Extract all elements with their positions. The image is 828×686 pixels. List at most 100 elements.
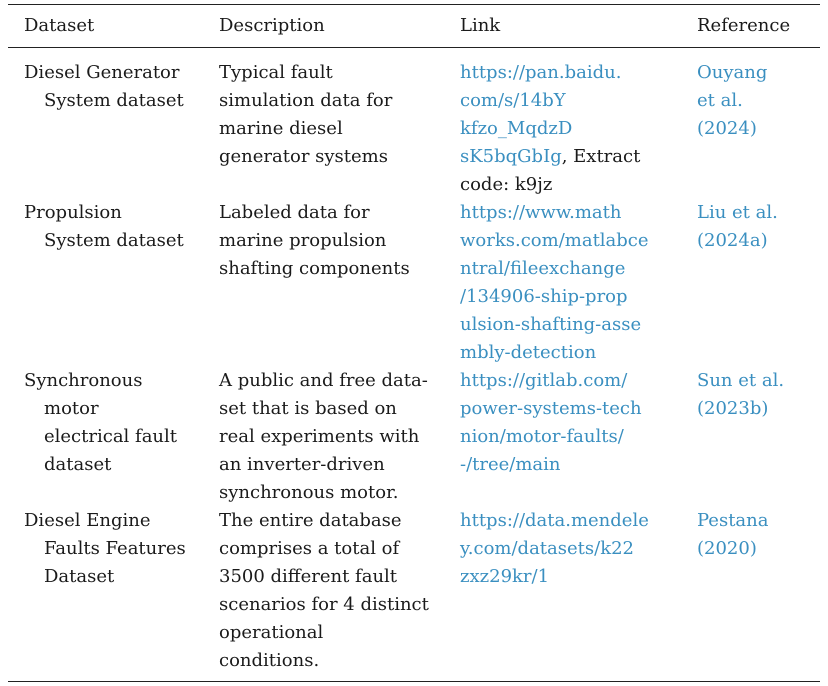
link-suffix-text: , Extract	[561, 146, 641, 167]
header-link: Link	[460, 15, 501, 36]
description-line: conditions.	[219, 650, 320, 671]
description-line: Labeled data for	[219, 202, 370, 223]
cell-reference: Liu et al. (2024a)	[697, 199, 820, 255]
dataset-name-line: dataset	[44, 454, 112, 475]
dataset-link-text[interactable]: https://data.mendele	[460, 510, 649, 531]
dataset-name-line: Diesel Engine	[24, 510, 151, 531]
dataset-link-line[interactable]: https://www.math	[460, 199, 697, 227]
description-line: A public and free data-	[219, 370, 428, 391]
dataset-link-text[interactable]: works.com/matlabce	[460, 230, 649, 251]
dataset-link-line[interactable]: works.com/matlabce	[460, 227, 697, 255]
dataset-link-line[interactable]: https://data.mendele	[460, 507, 697, 535]
dataset-link-line[interactable]: ulsion-shafting-asse	[460, 311, 697, 339]
reference-citation-line[interactable]: Sun et al.	[697, 370, 785, 391]
description-line: 3500 different fault	[219, 566, 398, 587]
table-header-rule	[8, 47, 820, 48]
dataset-link-line[interactable]: y.com/datasets/k22	[460, 535, 697, 563]
dataset-link-text[interactable]: https://pan.baidu.	[460, 62, 622, 83]
description-line: generator systems	[219, 146, 388, 167]
cell-link: https://pan.baidu. com/s/14bY kfzo_MqdzD sK…	[460, 59, 697, 199]
dataset-link-text[interactable]: -/tree/main	[460, 454, 561, 475]
table-header-row: Dataset Description Link Reference	[8, 5, 820, 47]
dataset-link-line[interactable]: mbly-detection	[460, 339, 697, 367]
dataset-link-text[interactable]: sK5bqGbIg	[460, 146, 562, 167]
description-line: comprises a total of	[219, 538, 400, 559]
header-reference: Reference	[697, 15, 791, 36]
dataset-name-line: Faults Features	[44, 538, 186, 559]
dataset-link-text[interactable]: ntral/fileexchange	[460, 258, 626, 279]
dataset-table: Dataset Description Link Reference Diese…	[8, 4, 820, 682]
dataset-name-line: System dataset	[44, 230, 184, 251]
dataset-link-text[interactable]: zxz29kr/1	[460, 566, 550, 587]
description-line: shafting components	[219, 258, 410, 279]
dataset-link-text[interactable]: mbly-detection	[460, 342, 597, 363]
dataset-link-text[interactable]: kfzo_MqdzD	[460, 118, 573, 139]
dataset-link-text[interactable]: power-systems-tech	[460, 398, 642, 419]
dataset-link-text[interactable]: y.com/datasets/k22	[460, 538, 635, 559]
reference-citation-line[interactable]: (2020)	[697, 538, 757, 559]
reference-citation-line[interactable]: (2024)	[697, 118, 757, 139]
dataset-link-line[interactable]: nion/motor-faults/	[460, 423, 697, 451]
description-line: an inverter-driven	[219, 454, 385, 475]
dataset-name-line: Diesel Generator	[24, 62, 180, 83]
reference-citation-line[interactable]: et al.	[697, 90, 743, 111]
dataset-link-line[interactable]: ntral/fileexchange	[460, 255, 697, 283]
dataset-link-line[interactable]: sK5bqGbIg, Extract	[460, 143, 697, 171]
dataset-link-line[interactable]: zxz29kr/1	[460, 563, 697, 591]
description-line: The entire database	[219, 510, 402, 531]
cell-description: A public and free data-set that is based…	[219, 367, 460, 507]
description-line: real experiments with	[219, 426, 420, 447]
dataset-link-text[interactable]: https://gitlab.com/	[460, 370, 628, 391]
reference-citation-line[interactable]: (2023b)	[697, 398, 769, 419]
dataset-link-line[interactable]: -/tree/main	[460, 451, 697, 479]
description-line: operational	[219, 622, 324, 643]
description-line: simulation data for	[219, 90, 393, 111]
reference-citation-line[interactable]: Ouyang	[697, 62, 768, 83]
cell-reference: Sun et al. (2023b)	[697, 367, 820, 423]
extract-code-text: code: k9jz	[460, 174, 553, 195]
dataset-link-line[interactable]: https://pan.baidu.	[460, 59, 697, 87]
dataset-name-line: motor	[44, 398, 99, 419]
header-dataset: Dataset	[24, 15, 95, 36]
cell-reference: Ouyang et al. (2024)	[697, 59, 820, 143]
dataset-name-line: Synchronous	[24, 370, 143, 391]
cell-link: https://data.mendele y.com/datasets/k22 zx…	[460, 507, 697, 591]
table-bottom-rule	[8, 681, 820, 682]
reference-citation-line[interactable]: (2024a)	[697, 230, 768, 251]
cell-reference: Pestana (2020)	[697, 507, 820, 563]
dataset-link-text[interactable]: ulsion-shafting-asse	[460, 314, 642, 335]
description-line: marine propulsion	[219, 230, 387, 251]
dataset-link-line[interactable]: power-systems-tech	[460, 395, 697, 423]
cell-dataset: Synchronous motor electrical fault dataset	[8, 367, 219, 479]
dataset-link-line[interactable]: kfzo_MqdzD	[460, 115, 697, 143]
description-line: set that is based on	[219, 398, 397, 419]
cell-description: The entire database comprises a total of 3…	[219, 507, 460, 675]
dataset-link-text[interactable]: nion/motor-faults/	[460, 426, 624, 447]
cell-description: Labeled data for marine propulsion shaftin…	[219, 199, 460, 283]
description-line: Typical fault	[219, 62, 333, 83]
dataset-name-line: electrical fault	[44, 426, 178, 447]
dataset-link-line[interactable]: https://gitlab.com/	[460, 367, 697, 395]
dataset-link-text[interactable]: https://www.math	[460, 202, 622, 223]
description-line: synchronous motor.	[219, 482, 399, 503]
header-description: Description	[219, 15, 325, 36]
reference-citation-line[interactable]: Pestana	[697, 510, 769, 531]
dataset-link-text[interactable]: /134906-ship-prop	[460, 286, 628, 307]
cell-link: https://gitlab.com/power-systems-tech nio…	[460, 367, 697, 479]
cell-link: https://www.math works.com/matlabce ntral/…	[460, 199, 697, 367]
dataset-name-line: Propulsion	[24, 202, 122, 223]
dataset-link-line[interactable]: com/s/14bY	[460, 87, 697, 115]
reference-citation-line[interactable]: Liu et al.	[697, 202, 778, 223]
dataset-link-line[interactable]: /134906-ship-prop	[460, 283, 697, 311]
description-line: scenarios for 4 distinct	[219, 594, 429, 615]
dataset-link-text[interactable]: com/s/14bY	[460, 90, 566, 111]
dataset-name-line: Dataset	[44, 566, 115, 587]
